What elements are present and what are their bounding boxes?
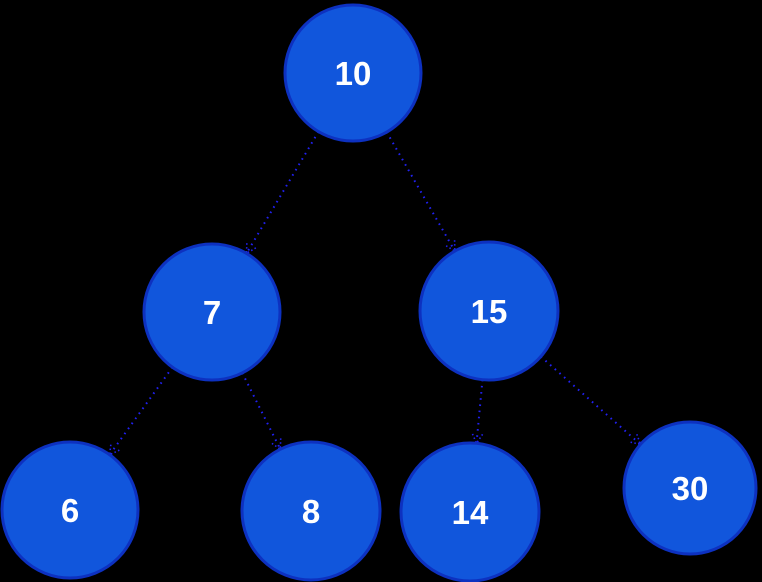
tree-node-15: 15 [418,240,560,382]
node-30-label: 30 [672,470,709,507]
tree-edges [110,131,641,455]
node-8-circle [240,440,382,582]
node-7-circle [142,242,282,382]
tree-node-7: 7 [142,242,282,382]
node-14-circle [399,441,541,582]
tree-node-30: 30 [622,420,758,556]
node-10-circle [283,3,423,143]
tree-nodes: 10 7 15 6 8 14 [0,3,758,582]
node-8-label: 8 [302,493,320,530]
tree-node-14: 14 [399,441,541,582]
node-6-label: 6 [61,492,79,529]
edge-10-to-15 [387,131,455,251]
node-7-label: 7 [203,294,221,331]
node-6-circle [0,440,140,580]
node-15-label: 15 [471,293,508,330]
node-15-circle [418,240,560,382]
node-10-label: 10 [335,55,372,92]
tree-node-6: 6 [0,440,140,580]
tree-node-8: 8 [240,440,382,582]
edge-10-to-7 [247,131,319,254]
node-30-circle [622,420,758,556]
tree-node-10: 10 [283,3,423,143]
edge-15-to-14 [477,380,483,444]
node-14-label: 14 [452,494,489,531]
